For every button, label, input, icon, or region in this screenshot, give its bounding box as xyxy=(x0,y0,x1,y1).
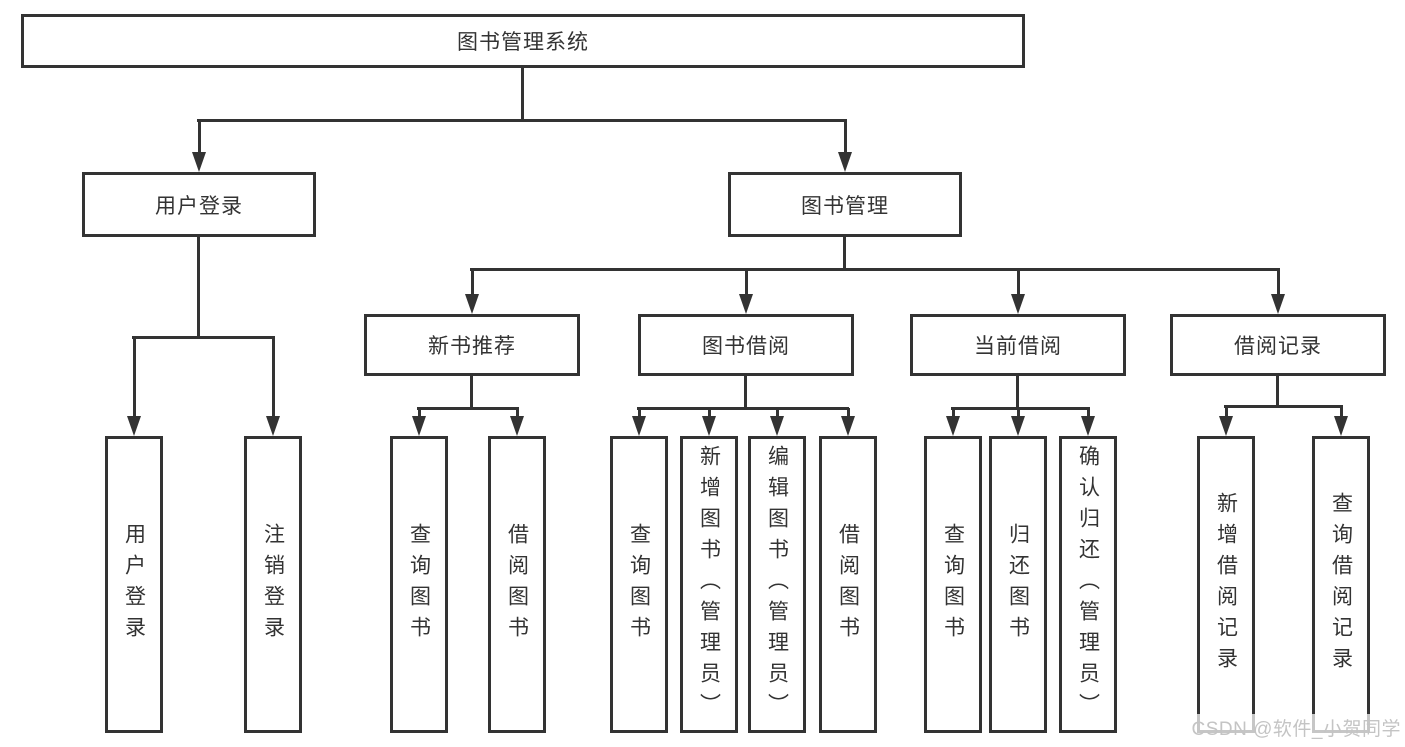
connector-arrow xyxy=(1334,406,1348,436)
leaf-edit-book-admin: 编辑图书（管理员） xyxy=(748,436,806,733)
connector-arrow xyxy=(1011,408,1025,436)
leaf-label: 借阅图书 xyxy=(505,522,529,647)
leaf-label: 归还图书 xyxy=(1006,522,1030,647)
leaf-query-books-current: 查询图书 xyxy=(924,436,982,733)
node-label: 图书借阅 xyxy=(702,335,790,358)
leaf-label: 确认归还（管理员） xyxy=(1076,445,1100,724)
node-label: 图书管理系统 xyxy=(457,31,589,54)
leaf-label: 新增借阅记录 xyxy=(1214,491,1238,678)
connector-arrow xyxy=(127,337,141,436)
connector-arrow xyxy=(1219,406,1233,436)
node-current-borrowing: 当前借阅 xyxy=(910,314,1126,376)
leaf-add-borrow-record: 新增借阅记录 xyxy=(1197,436,1255,733)
node-new-book-recommendation: 新书推荐 xyxy=(364,314,580,376)
node-label: 图书管理 xyxy=(801,194,889,218)
connector-arrow xyxy=(1271,269,1285,314)
leaf-label: 借阅图书 xyxy=(836,522,860,647)
connector-arrow xyxy=(946,408,960,436)
node-book-management: 图书管理 xyxy=(728,172,962,237)
leaf-return-book: 归还图书 xyxy=(989,436,1047,733)
leaf-label: 注销登录 xyxy=(261,522,285,647)
connector-arrow xyxy=(770,408,784,436)
connector-line xyxy=(197,119,847,122)
connector-line xyxy=(744,376,747,409)
leaf-logout: 注销登录 xyxy=(244,436,302,733)
connector-arrow xyxy=(841,408,855,436)
leaf-confirm-return-admin: 确认归还（管理员） xyxy=(1059,436,1117,733)
connector-arrow xyxy=(412,408,426,436)
node-borrowing-records: 借阅记录 xyxy=(1170,314,1386,376)
csdn-watermark: CSDN @软件_小贺同学 xyxy=(1189,714,1403,741)
leaf-query-books-recommend: 查询图书 xyxy=(390,436,448,733)
connector-arrow xyxy=(838,120,852,172)
connector-arrow xyxy=(1081,408,1095,436)
leaf-label: 用户登录 xyxy=(122,522,146,647)
leaf-query-borrow-record: 查询借阅记录 xyxy=(1312,436,1370,733)
leaf-label: 查询借阅记录 xyxy=(1329,491,1353,678)
connector-arrow xyxy=(632,408,646,436)
connector-arrow xyxy=(510,408,524,436)
leaf-label: 新增图书（管理员） xyxy=(697,445,721,724)
leaf-label: 编辑图书（管理员） xyxy=(765,445,789,724)
node-label: 当前借阅 xyxy=(974,335,1062,358)
node-library-management-system: 图书管理系统 xyxy=(21,14,1025,68)
node-label: 新书推荐 xyxy=(428,335,516,358)
connector-line xyxy=(521,68,524,121)
node-label: 借阅记录 xyxy=(1234,335,1322,358)
connector-arrow xyxy=(266,337,280,436)
leaf-borrow-books-recommend: 借阅图书 xyxy=(488,436,546,733)
leaf-label: 查询图书 xyxy=(941,522,965,647)
leaf-label: 查询图书 xyxy=(407,522,431,647)
connector-arrow xyxy=(465,269,479,314)
connector-line xyxy=(637,407,849,410)
node-book-borrowing: 图书借阅 xyxy=(638,314,854,376)
connector-line xyxy=(951,407,1090,410)
connector-line xyxy=(1276,376,1279,407)
connector-line xyxy=(1224,405,1343,408)
node-label: 用户登录 xyxy=(155,194,243,218)
leaf-query-books-borrowing: 查询图书 xyxy=(610,436,668,733)
connector-line xyxy=(132,336,275,339)
connector-line xyxy=(1016,376,1019,409)
connector-line xyxy=(197,237,200,338)
connector-line xyxy=(470,268,1280,271)
connector-arrow xyxy=(739,269,753,314)
leaf-add-book-admin: 新增图书（管理员） xyxy=(680,436,738,733)
leaf-borrow-books-borrowing: 借阅图书 xyxy=(819,436,877,733)
connector-arrow xyxy=(192,120,206,172)
node-user-login: 用户登录 xyxy=(82,172,316,237)
connector-line xyxy=(470,376,473,409)
connector-arrow xyxy=(1011,269,1025,314)
connector-line xyxy=(417,407,519,410)
leaf-label: 查询图书 xyxy=(627,522,651,647)
connector-arrow xyxy=(702,408,716,436)
leaf-user-login: 用户登录 xyxy=(105,436,163,733)
connector-line xyxy=(843,237,846,270)
